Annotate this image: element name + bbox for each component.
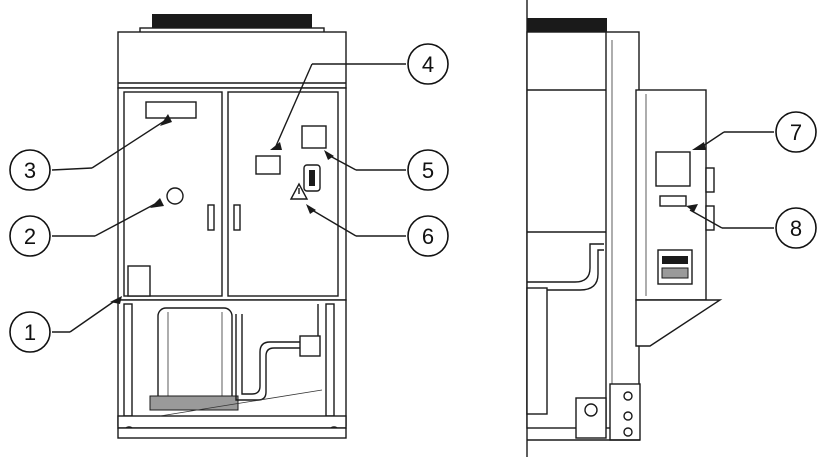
leader-lines xyxy=(51,63,774,333)
label-plate-8 xyxy=(659,195,687,207)
callout-5: 5 xyxy=(407,149,449,191)
right-door[interactable] xyxy=(227,91,339,297)
side-handle-upper[interactable] xyxy=(705,167,715,193)
callout-4: 4 xyxy=(407,43,449,85)
side-view xyxy=(526,0,723,457)
indicator-light xyxy=(166,187,184,205)
service-plate xyxy=(127,265,151,297)
callout-8-label: 8 xyxy=(790,216,802,241)
callout-4-label: 4 xyxy=(422,52,434,77)
door-handle-left[interactable] xyxy=(207,204,215,231)
label-plate-4 xyxy=(255,155,281,175)
compressor xyxy=(157,307,233,407)
callout-2-label: 2 xyxy=(24,224,36,249)
callout-3-label: 3 xyxy=(24,158,36,183)
callout-2: 2 xyxy=(9,215,51,257)
callout-6-label: 6 xyxy=(422,224,434,249)
door-handle-right[interactable] xyxy=(233,204,241,231)
callout-7: 7 xyxy=(775,111,817,153)
callout-6: 6 xyxy=(407,215,449,257)
base-frame xyxy=(117,415,347,429)
callout-5-label: 5 xyxy=(422,158,434,183)
front-view xyxy=(110,14,347,439)
callout-3: 3 xyxy=(9,149,51,191)
label-plate-7 xyxy=(655,151,691,187)
nameplate-left xyxy=(145,101,197,119)
callout-8: 8 xyxy=(775,207,817,249)
callout-1-label: 1 xyxy=(24,320,36,345)
top-casing xyxy=(117,31,347,89)
valve xyxy=(299,335,321,357)
callout-1: 1 xyxy=(9,311,51,353)
label-plate-5 xyxy=(301,125,327,149)
side-handle-lower[interactable] xyxy=(705,205,715,231)
callout-7-label: 7 xyxy=(790,120,802,145)
display-panel xyxy=(657,249,693,285)
